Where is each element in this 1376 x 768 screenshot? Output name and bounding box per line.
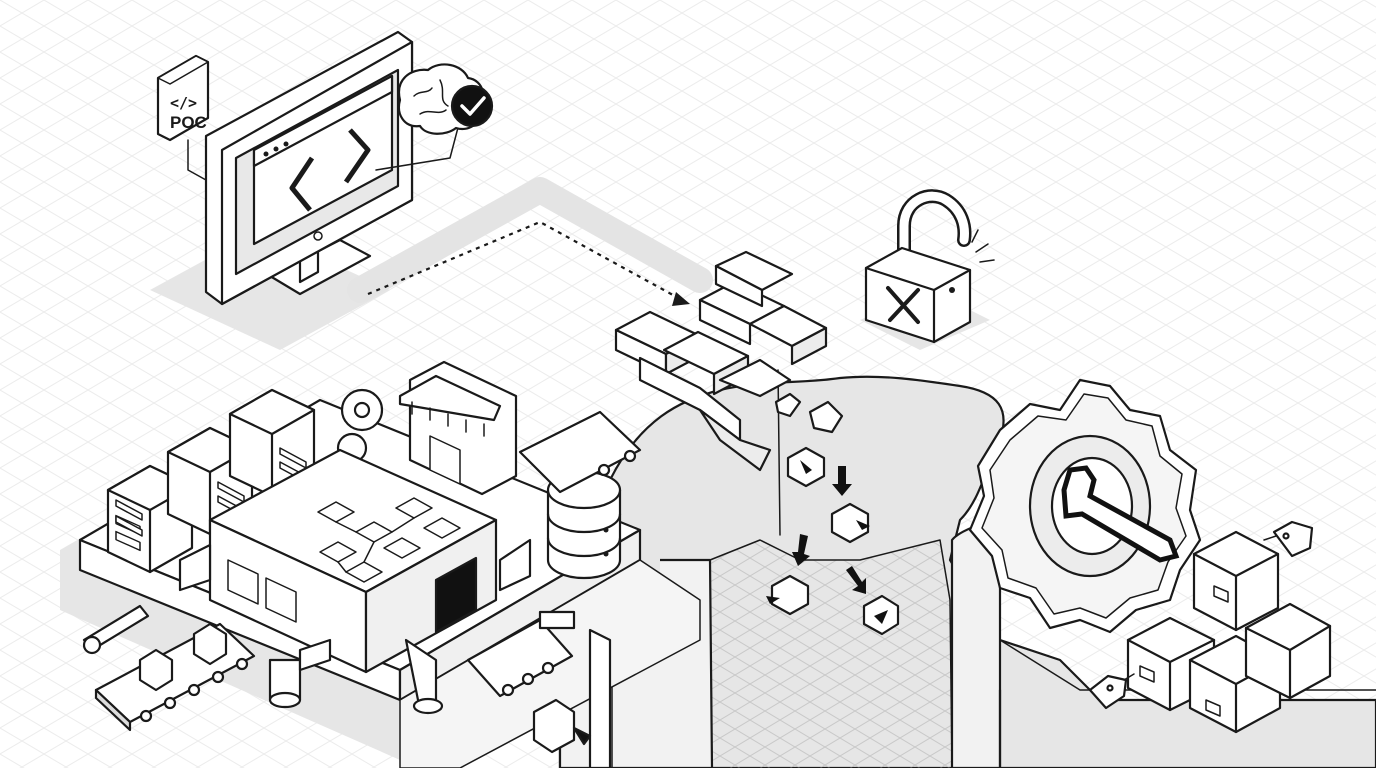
connector-line <box>375 119 461 171</box>
brick-wall-icon <box>614 250 828 472</box>
cardboard-boxes-icon <box>1126 530 1332 734</box>
conveyor-belt-icon <box>94 410 642 732</box>
poc-tag-glyph: </> <box>170 94 197 112</box>
code-brackets-icon <box>289 128 371 212</box>
checkmark-badge-icon <box>450 84 494 128</box>
pipe-icon <box>82 538 612 768</box>
poc-tag-label: POC <box>170 113 207 132</box>
poc-tag-icon: </> POC <box>156 54 210 181</box>
factory-icon <box>208 448 498 674</box>
monitor-icon <box>150 30 414 350</box>
server-rack-icon <box>106 388 316 574</box>
dotted-path-arrow-icon <box>347 177 713 306</box>
falling-blocks-icon <box>766 392 900 636</box>
storefront-icon <box>398 360 518 496</box>
wrench-cursor-icon <box>1061 465 1180 563</box>
debris <box>532 698 592 754</box>
broken-padlock-icon <box>860 189 995 350</box>
price-tag-icon <box>1088 520 1314 710</box>
